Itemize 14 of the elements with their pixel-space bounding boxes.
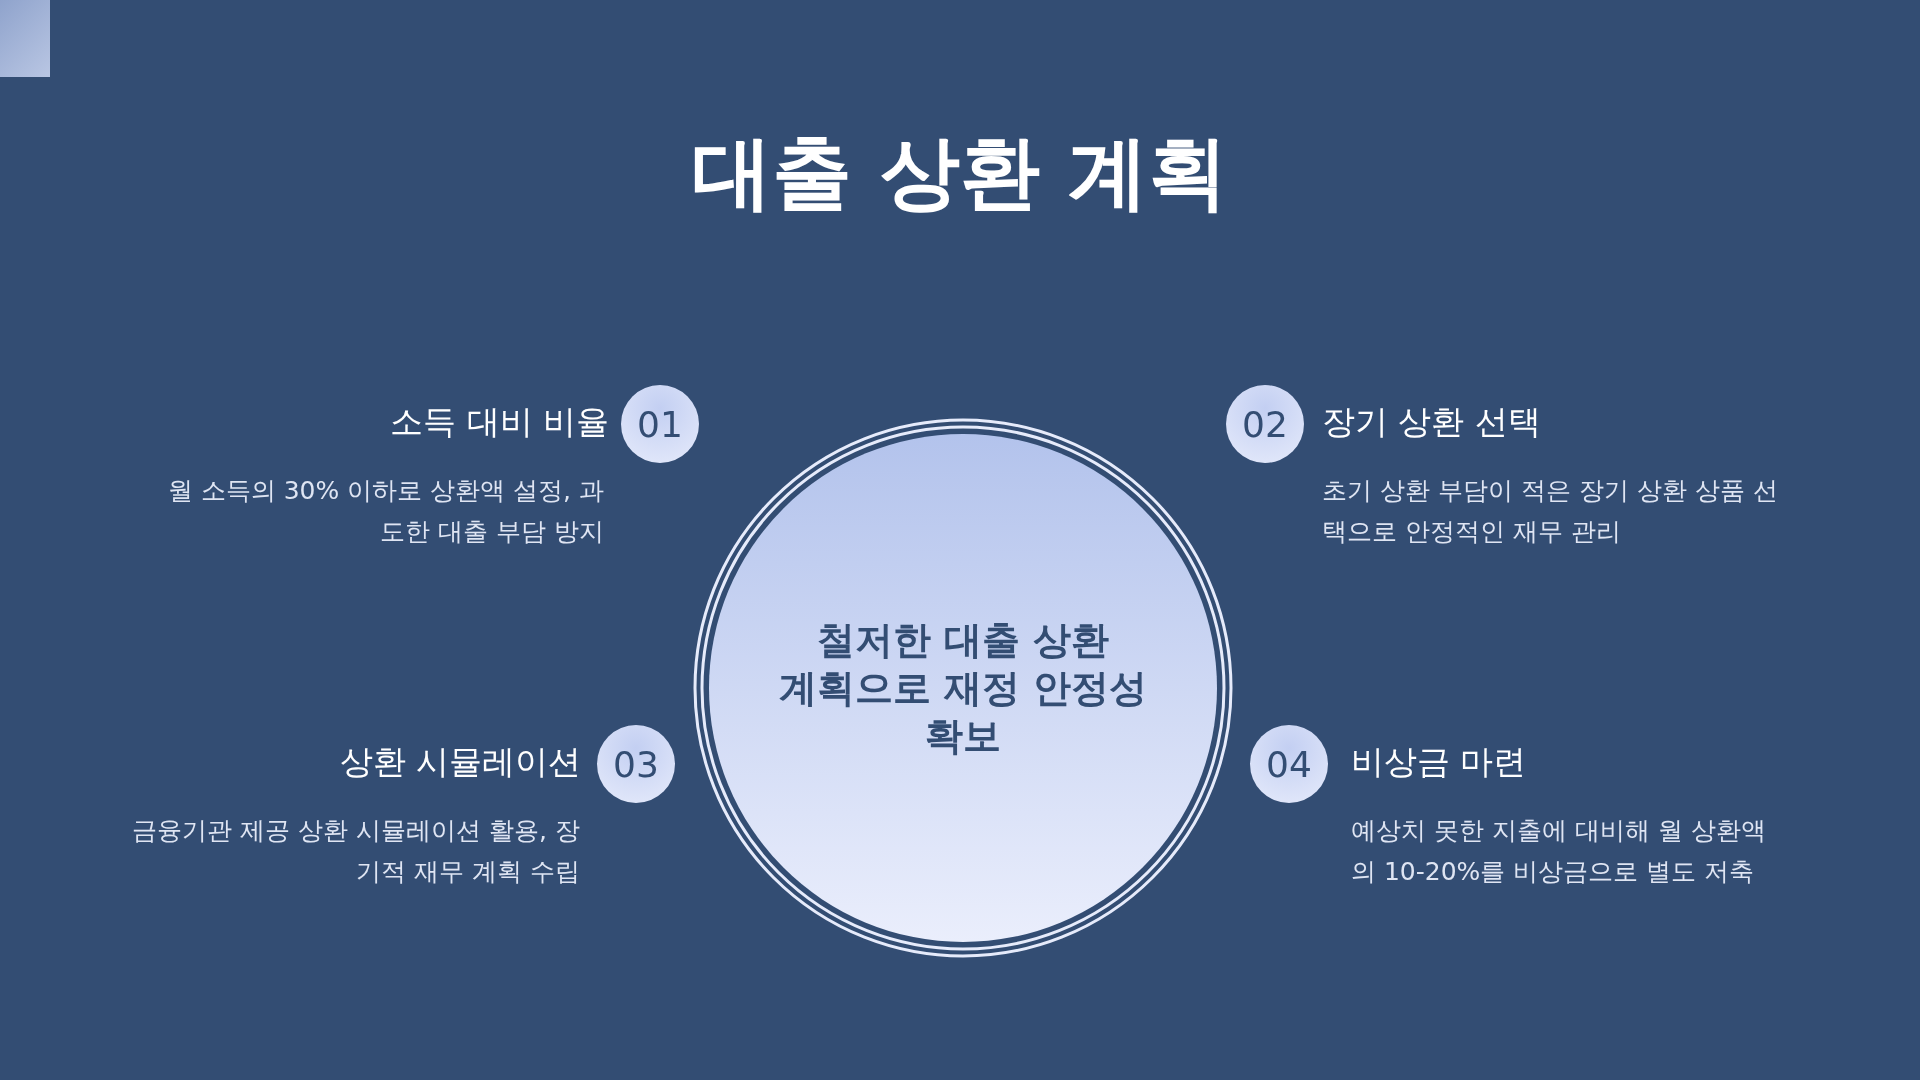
item-description: 예상치 못한 지출에 대비해 월 상환액의 10-20%를 비상금으로 별도 저축 bbox=[1351, 815, 1767, 888]
item-description: 금융기관 제공 상환 시뮬레이션 활용, 장기적 재무 계획 수립 bbox=[131, 815, 580, 888]
number-circle: 03 bbox=[597, 725, 675, 803]
item-heading: 상환 시뮬레이션 bbox=[339, 741, 581, 783]
number-circle: 02 bbox=[1226, 385, 1304, 463]
item-description: 월 소득의 30% 이하로 상환액 설정, 과도한 대출 부담 방지 bbox=[166, 475, 604, 548]
item-heading: 비상금 마련 bbox=[1351, 741, 1527, 783]
center-text: 철저한 대출 상환 계획으로 재정 안정성 확보 bbox=[777, 617, 1149, 760]
item-description: 초기 상환 부담이 적은 장기 상환 상품 선택으로 안정적인 재무 관리 bbox=[1322, 475, 1779, 548]
number-circle: 01 bbox=[621, 385, 699, 463]
number-circle: 04 bbox=[1250, 725, 1328, 803]
item-heading: 소득 대비 비율 bbox=[390, 401, 609, 443]
item-heading: 장기 상환 선택 bbox=[1322, 401, 1541, 443]
title: 대출 상환 계획 bbox=[691, 125, 1229, 221]
